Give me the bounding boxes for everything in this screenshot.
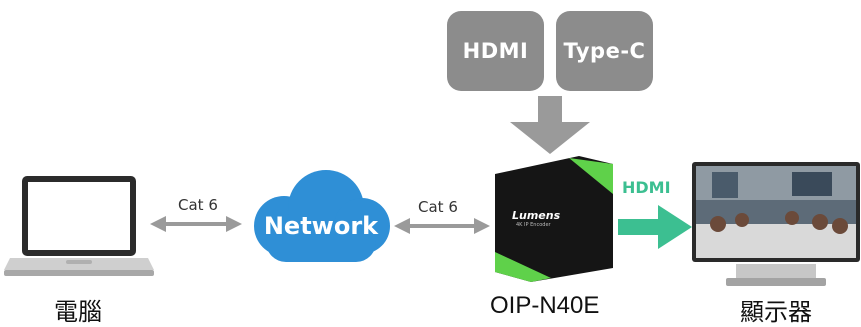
encoder-device-icon [495,156,613,282]
left-cable-label: Cat 6 [178,196,218,214]
left-bidirectional-arrow-icon [150,216,242,232]
output-hdmi-label: HDMI [622,178,671,197]
hdmi-input-box: HDMI [447,11,544,91]
output-arrow-icon [618,205,692,249]
typec-input-box: Type-C [556,11,653,91]
right-cable-label: Cat 6 [418,198,458,216]
network-label: Network [263,212,379,240]
display-caption: 顯示器 [740,298,812,326]
typec-input-label: Type-C [563,39,646,63]
encoder-brand-label: Lumens [512,209,561,222]
right-bidirectional-arrow-icon [394,218,490,234]
encoder-caption: OIP-N40E [490,292,600,319]
input-down-arrow-icon [510,96,590,154]
laptop-icon [4,176,154,276]
display-monitor-icon [692,162,860,286]
encoder-subtitle-label: 4K IP Encoder [516,222,551,228]
network-cloud-icon [254,170,390,262]
hdmi-input-label: HDMI [462,39,529,63]
laptop-caption: 電腦 [54,298,102,326]
